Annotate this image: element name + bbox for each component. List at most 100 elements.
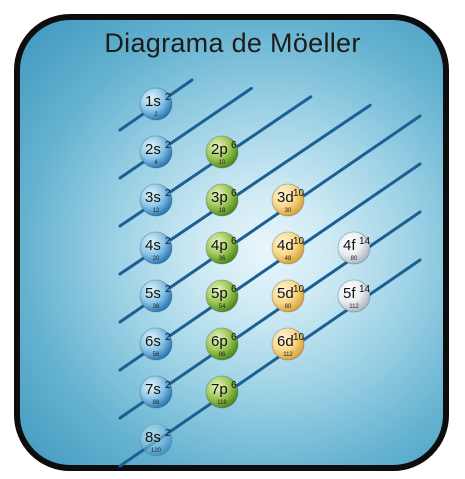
electron-count: 10 <box>293 284 305 295</box>
orbital-label: 4f <box>343 237 356 254</box>
cumulative-electrons: 38 <box>153 304 160 310</box>
electron-count: 2 <box>165 140 171 151</box>
orbital-label: 6s <box>145 333 161 350</box>
orbital-label: 4p <box>211 237 228 254</box>
electron-count: 6 <box>231 188 237 199</box>
orbital-label: 6d <box>277 333 294 350</box>
electron-count: 2 <box>165 92 171 103</box>
cumulative-electrons: 56 <box>153 352 160 358</box>
orbital-7s: 7s 2 88 <box>139 375 173 409</box>
electron-count: 10 <box>293 236 305 247</box>
orbital-sphere <box>337 279 371 313</box>
orbital-sphere <box>337 231 371 265</box>
orbital-label: 3s <box>145 189 161 206</box>
cumulative-electrons: 80 <box>285 304 292 310</box>
electron-count: 2 <box>165 428 171 439</box>
orbital-sphere <box>205 135 239 169</box>
orbital-8s: 8s 2 120 <box>139 423 173 457</box>
orbital-sphere <box>139 231 173 265</box>
cumulative-electrons: 20 <box>153 256 160 262</box>
orbital-label: 2s <box>145 141 161 158</box>
electron-count: 6 <box>231 284 237 295</box>
electron-count: 2 <box>165 332 171 343</box>
cumulative-electrons: 112 <box>349 304 359 310</box>
electron-count: 2 <box>165 188 171 199</box>
electron-count: 6 <box>231 380 237 391</box>
orbital-label: 8s <box>145 429 161 446</box>
orbital-sphere <box>139 375 173 409</box>
orbital-sphere <box>205 183 239 217</box>
cumulative-electrons: 86 <box>219 352 226 358</box>
orbital-sphere <box>205 279 239 313</box>
orbital-label: 4d <box>277 237 294 254</box>
cumulative-electrons: 30 <box>285 208 292 214</box>
orbital-6s: 6s 2 56 <box>139 327 173 361</box>
orbital-label: 2p <box>211 141 228 158</box>
electron-count: 2 <box>165 236 171 247</box>
diagonal-arrows <box>118 78 422 468</box>
orbital-sphere <box>271 327 305 361</box>
orbital-label: 5d <box>277 285 294 302</box>
electron-count: 6 <box>231 140 237 151</box>
orbital-label: 7p <box>211 381 228 398</box>
orbital-sphere <box>271 183 305 217</box>
orbital-sphere <box>205 231 239 265</box>
orbital-label: 5p <box>211 285 228 302</box>
orbital-label: 7s <box>145 381 161 398</box>
orbital-1s: 1s 2 2 <box>139 87 173 121</box>
orbital-sphere <box>205 327 239 361</box>
orbital-sphere <box>139 135 173 169</box>
orbital-label: 1s <box>145 93 161 110</box>
diagram-title: Diagrama de Möeller <box>104 28 361 58</box>
electron-count: 2 <box>165 284 171 295</box>
diagonal-line-7 <box>118 210 422 420</box>
orbital-label: 3d <box>277 189 294 206</box>
orbital-sphere <box>139 183 173 217</box>
electron-count: 6 <box>231 332 237 343</box>
cumulative-electrons: 10 <box>219 160 226 166</box>
orbital-sphere <box>205 375 239 409</box>
diagonal-line-5 <box>118 114 422 324</box>
orbital-label: 4s <box>145 237 161 254</box>
orbital-sphere <box>139 87 173 121</box>
cumulative-electrons: 12 <box>153 208 160 214</box>
cumulative-electrons: 118 <box>217 400 227 406</box>
orbital-3s: 3s 2 12 <box>139 183 173 217</box>
diagonal-line-6 <box>118 162 422 372</box>
orbital-sphere <box>271 279 305 313</box>
cumulative-electrons: 120 <box>151 448 162 454</box>
electron-count: 6 <box>231 236 237 247</box>
orbital-label: 5f <box>343 285 356 302</box>
electron-count: 2 <box>165 380 171 391</box>
cumulative-electrons: 18 <box>219 208 226 214</box>
electron-count: 14 <box>359 284 371 295</box>
cumulative-electrons: 48 <box>285 256 292 262</box>
cumulative-electrons: 88 <box>153 400 160 406</box>
diagonal-line-2 <box>118 86 253 180</box>
diagonal-line-8 <box>118 258 422 468</box>
cumulative-electrons: 112 <box>283 352 293 358</box>
orbital-label: 3p <box>211 189 228 206</box>
cumulative-electrons: 2 <box>154 112 158 118</box>
orbital-sphere <box>139 423 173 457</box>
electron-count: 14 <box>359 236 371 247</box>
electron-count: 10 <box>293 332 305 343</box>
electron-count: 10 <box>293 188 305 199</box>
orbital-4s: 4s 2 20 <box>139 231 173 265</box>
